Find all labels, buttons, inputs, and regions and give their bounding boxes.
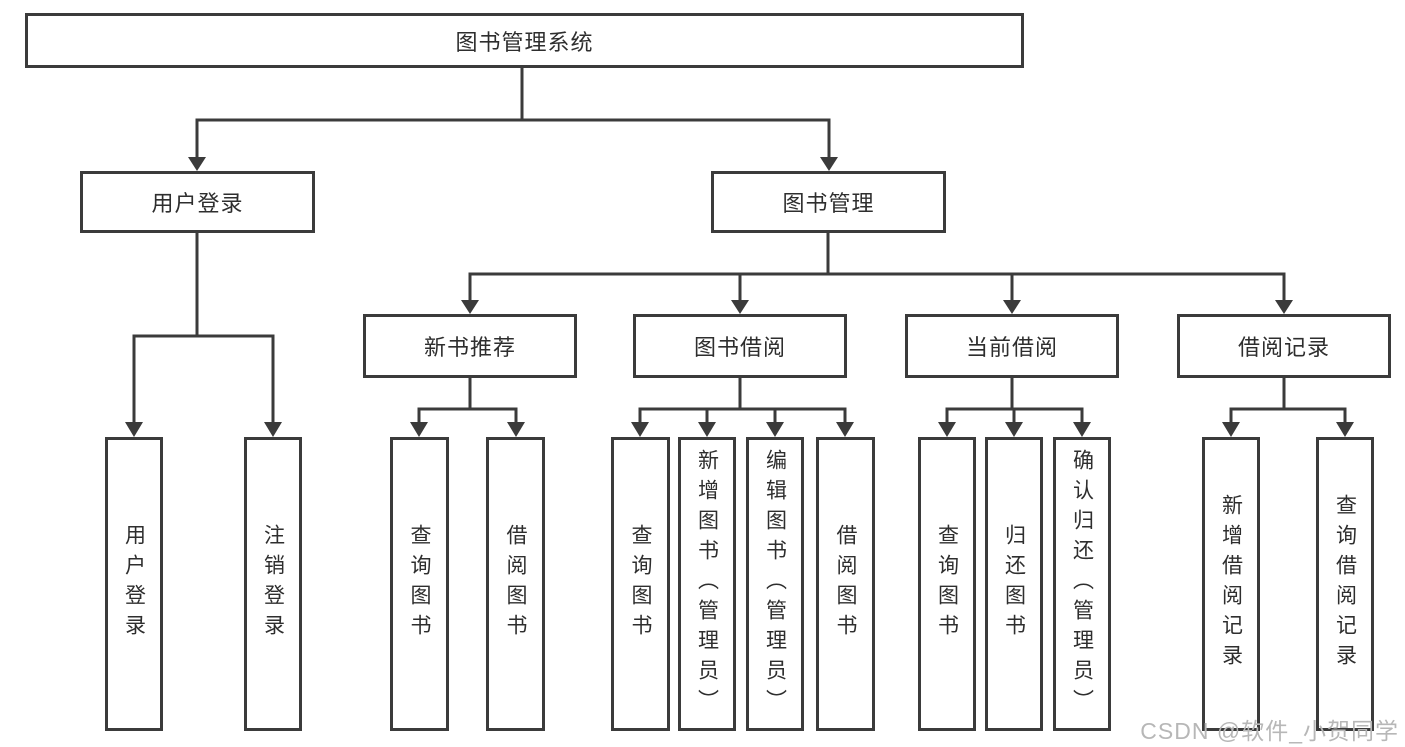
leaf-current-return-books: 归还图书 <box>985 437 1043 731</box>
leaf-user-login: 用户登录 <box>105 437 163 731</box>
leaf-current-query-books: 查询图书 <box>918 437 976 731</box>
leaf-label: 借阅图书 <box>504 524 527 644</box>
leaf-label: 查询图书 <box>935 524 959 644</box>
node-user-login: 用户登录 <box>80 171 315 233</box>
leaf-borrow-add-books-admin: 新增图书（管理员） <box>678 437 736 731</box>
leaf-label: 查询图书 <box>408 524 431 644</box>
leaf-label: 新增借阅记录 <box>1219 494 1243 674</box>
leaf-borrow-edit-books-admin: 编辑图书（管理员） <box>746 437 804 731</box>
leaf-current-confirm-return-admin: 确认归还（管理员） <box>1053 437 1111 731</box>
leaf-label: 归还图书 <box>1002 524 1026 644</box>
node-label: 用户登录 <box>151 191 244 216</box>
node-label: 图书借阅 <box>693 335 786 360</box>
leaf-label: 注销登录 <box>261 524 285 644</box>
node-book-borrowing: 图书借阅 <box>633 314 847 378</box>
leaf-logout-login: 注销登录 <box>244 437 302 731</box>
leaf-label: 查询借阅记录 <box>1333 494 1357 674</box>
leaf-borrow-query-books: 查询图书 <box>611 437 670 731</box>
leaf-records-query-record: 查询借阅记录 <box>1316 437 1374 731</box>
csdn-watermark: CSDN @软件_小贺同学 <box>1140 718 1399 744</box>
node-book-management: 图书管理 <box>711 171 946 233</box>
node-library-management-system: 图书管理系统 <box>25 13 1024 68</box>
leaf-label: 编辑图书（管理员） <box>763 449 787 719</box>
leaf-recommend-borrow-books: 借阅图书 <box>486 437 545 731</box>
leaf-records-add-record: 新增借阅记录 <box>1202 437 1260 731</box>
leaf-label: 新增图书（管理员） <box>695 449 719 719</box>
node-new-book-recommend: 新书推荐 <box>363 314 577 378</box>
node-label: 当前借阅 <box>965 335 1058 360</box>
leaf-label: 确认归还（管理员） <box>1070 449 1094 719</box>
node-label: 新书推荐 <box>423 335 516 360</box>
node-borrowing-records: 借阅记录 <box>1177 314 1391 378</box>
leaf-label: 借阅图书 <box>834 524 857 644</box>
node-current-borrowing: 当前借阅 <box>905 314 1119 378</box>
leaf-label: 查询图书 <box>629 524 652 644</box>
leaf-recommend-query-books: 查询图书 <box>390 437 449 731</box>
node-label: 图书管理系统 <box>455 29 594 55</box>
connector-lines <box>132 68 1347 424</box>
leaf-borrow-borrow-books: 借阅图书 <box>816 437 875 731</box>
node-label: 借阅记录 <box>1237 335 1330 360</box>
leaf-label: 用户登录 <box>122 524 146 644</box>
node-label: 图书管理 <box>782 191 875 216</box>
